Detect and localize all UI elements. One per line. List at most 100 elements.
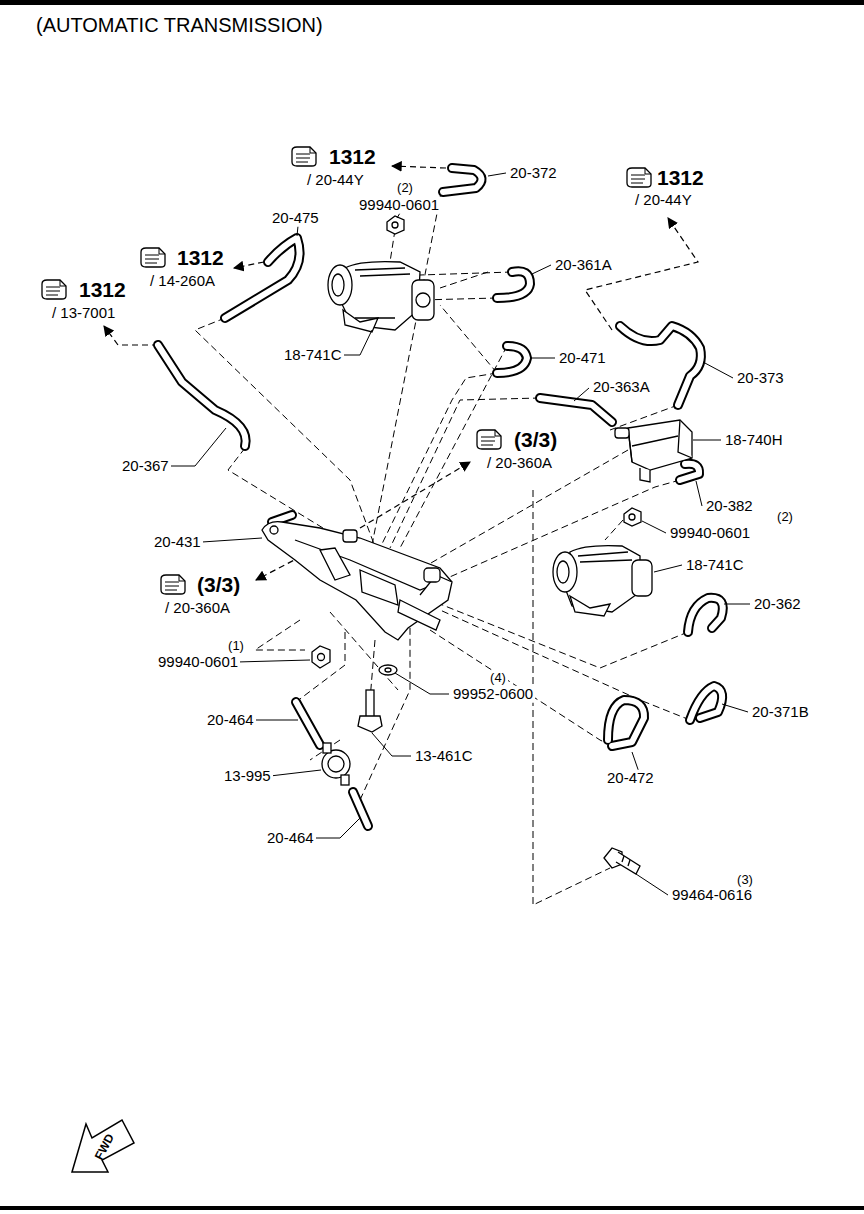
illustration-part (430, 600, 688, 668)
illustration-part (328, 262, 434, 332)
part-number: 20-471 (557, 350, 608, 367)
illustration-part (585, 218, 698, 330)
illustration-part (392, 166, 446, 168)
reference-link: 1312 (327, 145, 378, 168)
illustration-part (440, 272, 488, 288)
illustration-part (654, 565, 682, 572)
part-number: / 13-7001 (50, 305, 117, 322)
part-number: 20-431 (152, 534, 203, 551)
illustration-part (318, 654, 325, 661)
illustration-part (328, 756, 344, 772)
illustration-part (379, 665, 397, 675)
illustration-part (570, 596, 610, 616)
forward-indicator: FWD (93, 1132, 117, 1162)
part-number: / 20-360A (163, 600, 232, 617)
illustration-part (332, 274, 344, 296)
illustration-part (628, 420, 692, 470)
illustration-part (531, 358, 555, 359)
part-number: / 14-260A (148, 273, 217, 290)
illustration-part (104, 166, 698, 580)
illustration-part (553, 552, 577, 592)
illustration-part (42, 280, 66, 299)
illustration-part (553, 546, 652, 616)
part-number: 20-464 (205, 712, 256, 729)
illustration-part (395, 673, 449, 694)
illustration-part (292, 632, 345, 705)
illustration-part (343, 310, 378, 332)
part-number: 20-367 (120, 458, 171, 475)
illustration-part (158, 168, 723, 826)
illustration-part (693, 440, 721, 441)
illustration-part (578, 552, 632, 562)
illustration-part (297, 226, 298, 236)
illustration-part (360, 570, 398, 605)
illustration-part (629, 514, 635, 520)
part-number: 99464-0616 (670, 887, 754, 904)
illustration-part (255, 620, 305, 650)
part-number: 20-362 (752, 596, 803, 613)
illustration-part (420, 272, 512, 275)
part-number: 18-741C (282, 347, 344, 364)
illustration-part (320, 548, 350, 580)
illustration-part (616, 852, 640, 874)
callout-number: (3) (735, 873, 755, 887)
illustration-part (0, 0, 864, 5)
reference-link: 1312 (77, 278, 128, 301)
part-number: 20-382 (704, 498, 755, 515)
part-number: 20-371B (750, 704, 811, 721)
illustration-part (400, 346, 507, 548)
illustration-part (313, 818, 360, 838)
illustration-part (253, 720, 298, 721)
illustration-part (696, 481, 702, 506)
illustration-part (161, 575, 185, 594)
illustration-part (72, 1120, 134, 1172)
illustration-part (416, 293, 430, 307)
part-number: 18-740H (723, 432, 785, 449)
part-number: / 20-360A (485, 455, 554, 472)
illustration-part (237, 660, 310, 662)
illustration-part (624, 508, 641, 526)
illustration-part (202, 538, 262, 542)
part-number: 20-363A (591, 379, 652, 396)
reference-link: (3/3) (512, 428, 559, 451)
illustration-part (636, 874, 668, 895)
illustration-part (488, 173, 506, 176)
part-number: 18-741C (684, 557, 746, 574)
part-number: 20-372 (508, 165, 559, 182)
illustration-part (574, 388, 589, 401)
illustration-part (390, 230, 395, 262)
illustration-part (397, 213, 400, 218)
part-number: 20-472 (605, 770, 656, 787)
illustration-part (195, 193, 690, 905)
illustration-part (262, 522, 452, 640)
illustration-part (605, 520, 623, 540)
illustration-part (557, 561, 569, 583)
illustration-part (532, 265, 551, 274)
illustration-part (72, 1120, 134, 1172)
illustration-part (372, 733, 411, 756)
illustration-part (390, 398, 540, 548)
illustration-part (358, 716, 382, 732)
illustration-part (270, 526, 278, 534)
illustration-part (642, 521, 666, 533)
callout-number: (2) (775, 510, 795, 524)
illustration-part (312, 646, 330, 668)
illustration-part (372, 193, 441, 545)
illustration-part (158, 168, 723, 826)
illustration-part (615, 428, 629, 438)
part-number: / 20-44Y (305, 172, 366, 189)
callout-number: (4) (488, 671, 508, 685)
illustration-part (627, 168, 651, 187)
illustration-part (430, 630, 612, 746)
part-number: 13-995 (222, 768, 273, 785)
illustration-part (615, 420, 692, 482)
reference-link: 1312 (175, 246, 226, 269)
reference-link: 1312 (655, 166, 706, 189)
illustration-part (398, 600, 440, 630)
illustration-part (722, 704, 748, 712)
illustration-part (392, 222, 398, 228)
callout-number: (1) (226, 639, 246, 653)
